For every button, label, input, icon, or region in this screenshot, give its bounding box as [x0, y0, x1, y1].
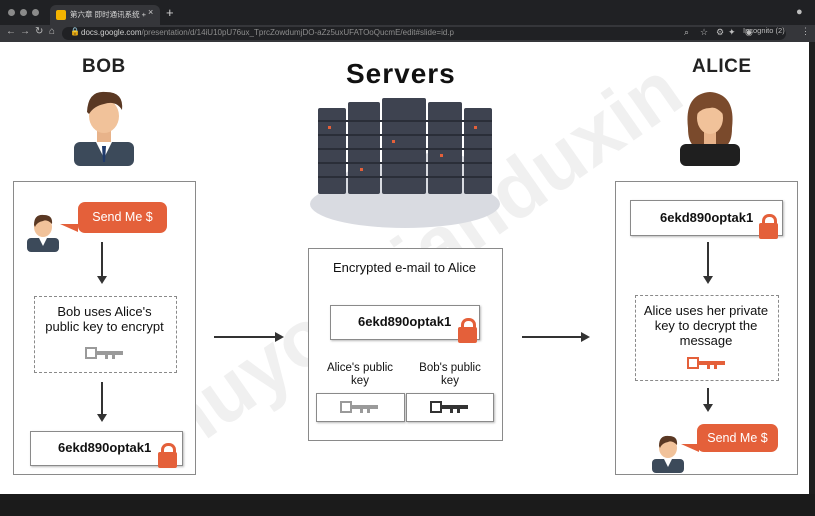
- server-rack-icon: [464, 108, 492, 194]
- bob-avatar-icon: [74, 91, 134, 166]
- rack-divider: [318, 162, 492, 164]
- key-icon: [687, 357, 725, 369]
- alice-cipher-box: [630, 200, 783, 236]
- alice-arrow-2-head: [703, 404, 713, 412]
- padlock-body: [458, 327, 477, 343]
- key-icon: [430, 401, 468, 413]
- forward-icon[interactable]: →: [20, 26, 30, 37]
- padlock-body: [158, 452, 177, 468]
- url-host: docs.google.com: [81, 28, 142, 37]
- server-led-icon: [474, 126, 477, 129]
- key-icon: [340, 401, 378, 413]
- profile-icon[interactable]: ●: [796, 6, 803, 18]
- alice-name: ALICE: [692, 56, 752, 77]
- server-led-icon: [440, 154, 443, 157]
- alice-arrow-1-line: [707, 242, 709, 278]
- padlock-icon: [762, 214, 777, 226]
- new-tab-button[interactable]: +: [166, 5, 174, 20]
- bob-arrow-1-head: [97, 276, 107, 284]
- arrow-to-server-line: [214, 336, 276, 338]
- alice-avatar-icon: [680, 92, 740, 166]
- alice-arrow-1-head: [703, 276, 713, 284]
- server-led-icon: [328, 126, 331, 129]
- bob-cipher-box: [30, 431, 183, 466]
- arrow-to-alice-head: [581, 332, 590, 342]
- bob-small-avatar-icon: [27, 214, 59, 252]
- alice-key-label: Alice's public key: [326, 362, 394, 387]
- bob-encrypt-box: [34, 296, 177, 373]
- window-minimize-dot[interactable]: [20, 9, 27, 16]
- rack-divider: [318, 120, 492, 122]
- bottom-bar: [0, 494, 815, 516]
- browser-toolbar: ← → ↻ ⌂ 🔒 docs.google.com/presentation/d…: [0, 25, 815, 42]
- back-icon[interactable]: ←: [6, 26, 16, 37]
- padlock-body: [759, 223, 778, 239]
- browser-tab[interactable]: 第六章 即时通讯系统 + 数据进化 ×: [50, 5, 160, 25]
- bob-arrow-2-head: [97, 414, 107, 422]
- lock-icon[interactable]: 🔒: [70, 27, 80, 36]
- server-led-icon: [392, 140, 395, 143]
- server-rack-icon: [382, 98, 426, 194]
- bob-name: BOB: [82, 56, 126, 77]
- bob-arrow-1-line: [101, 242, 103, 278]
- incognito-icon: ◉: [745, 27, 753, 37]
- server-box-title: Encrypted e-mail to Alice: [332, 260, 477, 275]
- bob-key-label: Bob's public key: [419, 362, 481, 387]
- extension-icon[interactable]: ✦: [728, 27, 736, 37]
- bob-encrypt-text: Bob uses Alice's public key to encrypt: [45, 304, 164, 334]
- alice-message-bubble: Send Me $: [697, 424, 778, 452]
- rack-divider: [318, 148, 492, 150]
- alice-decrypt-box: [635, 295, 779, 381]
- incognito-label: Incognito (2): [743, 26, 785, 35]
- slide: huyouqianduxin BOB Send Me $ Bob uses Al…: [0, 42, 809, 494]
- alice-ciphertext: 6ekd890optak1: [660, 210, 754, 225]
- rack-divider: [318, 134, 492, 136]
- star-icon[interactable]: ☆: [700, 27, 709, 37]
- slides-favicon-icon: [56, 10, 66, 20]
- tab-close-icon[interactable]: ×: [148, 7, 154, 17]
- bob-ciphertext: 6ekd890optak1: [58, 440, 152, 455]
- key-icon: [85, 347, 123, 359]
- bob-small-avatar-icon: [652, 435, 684, 473]
- arrow-to-alice-line: [522, 336, 582, 338]
- server-ciphertext: 6ekd890optak1: [358, 314, 452, 329]
- tab-title: 第六章 即时通讯系统 + 数据进化: [70, 10, 148, 19]
- alice-decrypt-text: Alice uses her private key to decrypt th…: [643, 303, 769, 348]
- zoom-icon[interactable]: ⌕: [684, 27, 690, 37]
- bob-request-bubble: Send Me $: [78, 202, 167, 233]
- reload-icon[interactable]: ↻: [35, 26, 44, 37]
- browser-tab-bar: 第六章 即时通讯系统 + 数据进化 × + ●: [0, 0, 815, 25]
- bubble-tail: [681, 444, 699, 452]
- url-text: docs.google.com/presentation/d/14iU10pU7…: [81, 28, 454, 37]
- server-rack-icon: [318, 108, 346, 194]
- arrow-to-server-head: [275, 332, 284, 342]
- bubble-tail: [60, 224, 78, 232]
- server-led-icon: [360, 168, 363, 171]
- url-path: /presentation/d/14iU10pU76ux_TprcZowdumj…: [141, 28, 455, 37]
- address-bar[interactable]: 🔒 docs.google.com/presentation/d/14iU10p…: [62, 27, 786, 40]
- padlock-icon: [461, 318, 476, 330]
- servers-title: Servers: [346, 58, 456, 89]
- padlock-icon: [161, 443, 176, 455]
- settings-icon[interactable]: ⚙: [716, 27, 725, 37]
- bob-arrow-2-line: [101, 382, 103, 416]
- server-cipher-box: [330, 305, 480, 340]
- window-zoom-dot[interactable]: [32, 9, 39, 16]
- home-icon[interactable]: ⌂: [49, 26, 56, 37]
- rack-divider: [318, 176, 492, 178]
- alice-arrow-2-line: [707, 388, 709, 406]
- menu-icon[interactable]: ⋮: [801, 26, 810, 36]
- window-close-dot[interactable]: [8, 9, 15, 16]
